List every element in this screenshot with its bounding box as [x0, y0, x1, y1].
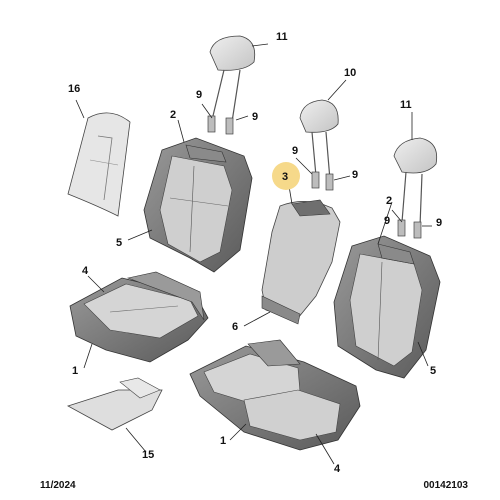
- callout-16: 16: [68, 83, 80, 95]
- callout-6: 6: [232, 321, 238, 333]
- callout-9-b: 9: [252, 111, 258, 123]
- callout-4-right: 4: [334, 463, 341, 475]
- headrest-left: [209, 35, 256, 123]
- callout-5-right: 5: [430, 365, 436, 377]
- callout-2-right: 2: [386, 195, 392, 207]
- callout-3: 3: [282, 171, 288, 183]
- callout-labels: 11 10 11 16 9 9 2 9 9 3 2 9 9 5 4 6 5 1 …: [68, 31, 442, 475]
- highlight-marker: [272, 162, 300, 190]
- callout-9-c: 9: [292, 145, 298, 157]
- footer-reference-number: 00142103: [423, 480, 469, 491]
- callout-1-left: 1: [72, 365, 78, 377]
- left-seat-cushion: [69, 271, 209, 363]
- back-panel-part: [67, 112, 131, 217]
- right-seat-back: [333, 235, 441, 379]
- callout-9-f: 9: [436, 217, 442, 229]
- right-seat-cushion: [189, 339, 361, 451]
- headrest-right: [393, 137, 438, 227]
- headrest-guides: [207, 115, 422, 239]
- leader-lines: [75, 43, 432, 465]
- left-seat-back: [143, 137, 253, 273]
- callout-4-left: 4: [82, 265, 89, 277]
- callout-9-a: 9: [196, 89, 202, 101]
- callout-10: 10: [344, 67, 356, 79]
- callout-15: 15: [142, 449, 154, 461]
- cushion-base-plate: [66, 377, 163, 431]
- callout-1-right: 1: [220, 435, 226, 447]
- headrest-middle: [299, 99, 339, 181]
- callout-5-left: 5: [116, 237, 122, 249]
- callout-9-e: 9: [384, 215, 390, 227]
- callout-11-right: 11: [400, 99, 412, 111]
- middle-seat-back-part: [261, 199, 341, 325]
- callout-9-d: 9: [352, 169, 358, 181]
- callout-2-left: 2: [170, 109, 176, 121]
- callout-11-left: 11: [276, 31, 288, 43]
- footer-date: 11/2024: [40, 480, 76, 491]
